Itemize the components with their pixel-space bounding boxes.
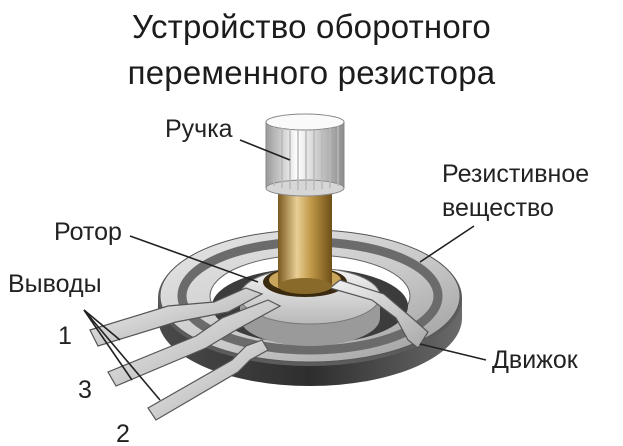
label-resistive-line1: Резистивное (442, 160, 590, 188)
label-terminal-2: 2 (116, 420, 130, 446)
knob (265, 113, 345, 197)
wiper-arm (328, 279, 429, 349)
label-resistive-line2: вещество (442, 194, 554, 222)
diagram-title-line1: Устройство оборотного (132, 8, 491, 45)
leader-lines (83, 139, 487, 401)
leader-terminal-3 (83, 309, 133, 381)
leader-terminal-2 (83, 309, 161, 401)
leader-knob (239, 139, 291, 161)
label-rotor: Ротор (54, 218, 122, 246)
diagram-title-line2: переменного резистора (127, 54, 496, 91)
label-wiper: Движок (492, 346, 578, 374)
leader-terminal-1 (83, 309, 121, 341)
label-terminals: Выводы (8, 270, 102, 298)
terminal-tabs (89, 287, 282, 421)
label-terminal-3: 3 (78, 376, 92, 404)
leader-resistive (419, 225, 475, 263)
leader-rotor (129, 235, 259, 283)
shaft (278, 186, 332, 294)
label-terminal-1: 1 (58, 322, 72, 350)
label-knob: Ручка (165, 115, 233, 143)
leader-wiper (419, 343, 487, 361)
